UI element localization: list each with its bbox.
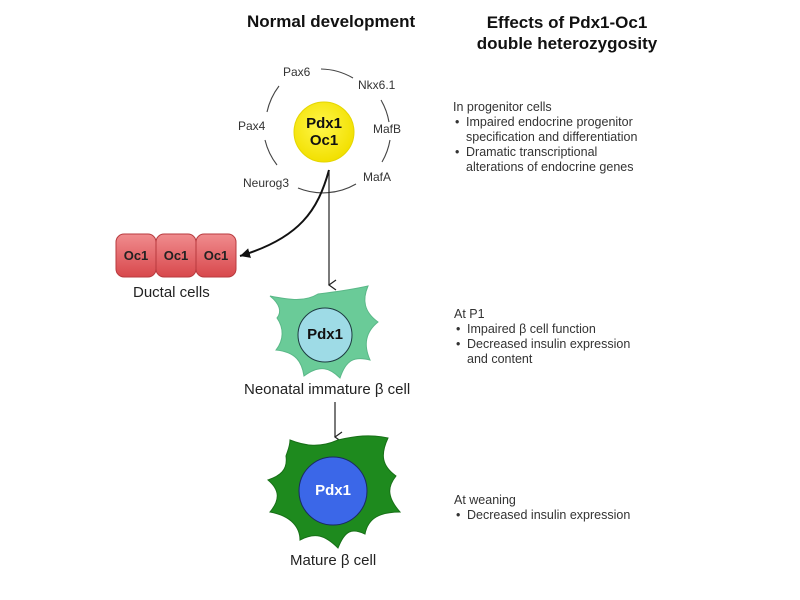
mature-cell-label: Mature β cell [290, 552, 377, 569]
effects-p1-item: Impaired β cell function [454, 322, 684, 337]
gene-label-nkx6-1: Nkx6.1 [358, 78, 396, 92]
effects-p1: At P1 Impaired β cell function Decreased… [454, 307, 684, 367]
progenitor-core-line2: Oc1 [309, 132, 339, 149]
ductal-cell-labels: Oc1 Oc1 Oc1 [116, 248, 236, 263]
effects-text-line: Decreased insulin expression [467, 508, 631, 522]
ductal-cells [115, 233, 237, 278]
ring-arc-left [264, 139, 278, 166]
progenitor-core-line1: Pdx1 [306, 115, 342, 132]
ductal-cells-label: Ductal cells [133, 284, 210, 301]
progenitor-core [293, 101, 355, 163]
effects-progenitor-list: Impaired endocrine progenitor specificat… [453, 115, 683, 175]
effects-p1-item: Decreased insulin expression and content [454, 337, 684, 367]
ring-arc-top [320, 68, 354, 79]
gene-label-pax4: Pax4 [238, 119, 266, 133]
effects-progenitor-item: Impaired endocrine progenitor specificat… [453, 115, 683, 145]
header-effects-line2: double heterozygosity [476, 34, 658, 53]
header-normal-development: Normal development [247, 12, 416, 31]
ductal-cell-2-label: Oc1 [163, 248, 189, 263]
effects-weaning-title: At weaning [454, 493, 516, 507]
ductal-cell-3 [195, 233, 237, 278]
gene-label-pax6: Pax6 [283, 65, 311, 79]
gene-label-mafa: MafA [363, 170, 392, 184]
effects-weaning-item: Decreased insulin expression [454, 508, 684, 523]
effects-text-line: Decreased insulin expression [467, 337, 631, 351]
ring-arc-right-top [380, 99, 390, 123]
effects-text-line: specification and differentiation [466, 130, 638, 144]
immature-nucleus [297, 307, 353, 363]
ductal-cell-1-label: Oc1 [123, 248, 149, 263]
effects-progenitor-item: Dramatic transcriptional alterations of … [453, 145, 683, 175]
mature-nucleus-label: Pdx1 [315, 482, 351, 499]
header-effects: Effects of Pdx1-Oc1 double heterozygosit… [462, 12, 672, 54]
immature-nucleus-label: Pdx1 [307, 326, 343, 343]
effects-p1-list: Impaired β cell function Decreased insul… [454, 322, 684, 367]
effects-text-line: and content [467, 352, 533, 366]
effects-weaning: At weaning Decreased insulin expression [454, 493, 684, 523]
effects-progenitor-title: In progenitor cells [453, 100, 552, 114]
gene-label-neurog3: Neurog3 [243, 176, 290, 190]
ring-arc-right-bottom [381, 139, 391, 163]
gene-ring [264, 68, 391, 194]
effects-text-line: Impaired β cell function [467, 322, 596, 336]
arrow-to-ductal [239, 169, 330, 258]
effects-progenitor: In progenitor cells Impaired endocrine p… [453, 100, 683, 175]
gene-label-mafb: MafB [373, 122, 402, 136]
progenitor-core-label: Pdx1 Oc1 [294, 115, 354, 149]
header-effects-line1: Effects of Pdx1-Oc1 [486, 13, 648, 32]
effects-text-line: Dramatic transcriptional [466, 145, 598, 159]
ring-arc-topleft [266, 85, 280, 113]
ductal-cell-3-label: Oc1 [203, 248, 229, 263]
effects-p1-title: At P1 [454, 307, 485, 321]
effects-text-line: alterations of endocrine genes [466, 160, 634, 174]
immature-cell-label: Neonatal immature β cell [244, 381, 411, 398]
effects-text-line: Impaired endocrine progenitor [466, 115, 633, 129]
mature-nucleus [298, 456, 368, 526]
ring-arc-bottom [297, 183, 357, 194]
effects-weaning-list: Decreased insulin expression [454, 508, 684, 523]
